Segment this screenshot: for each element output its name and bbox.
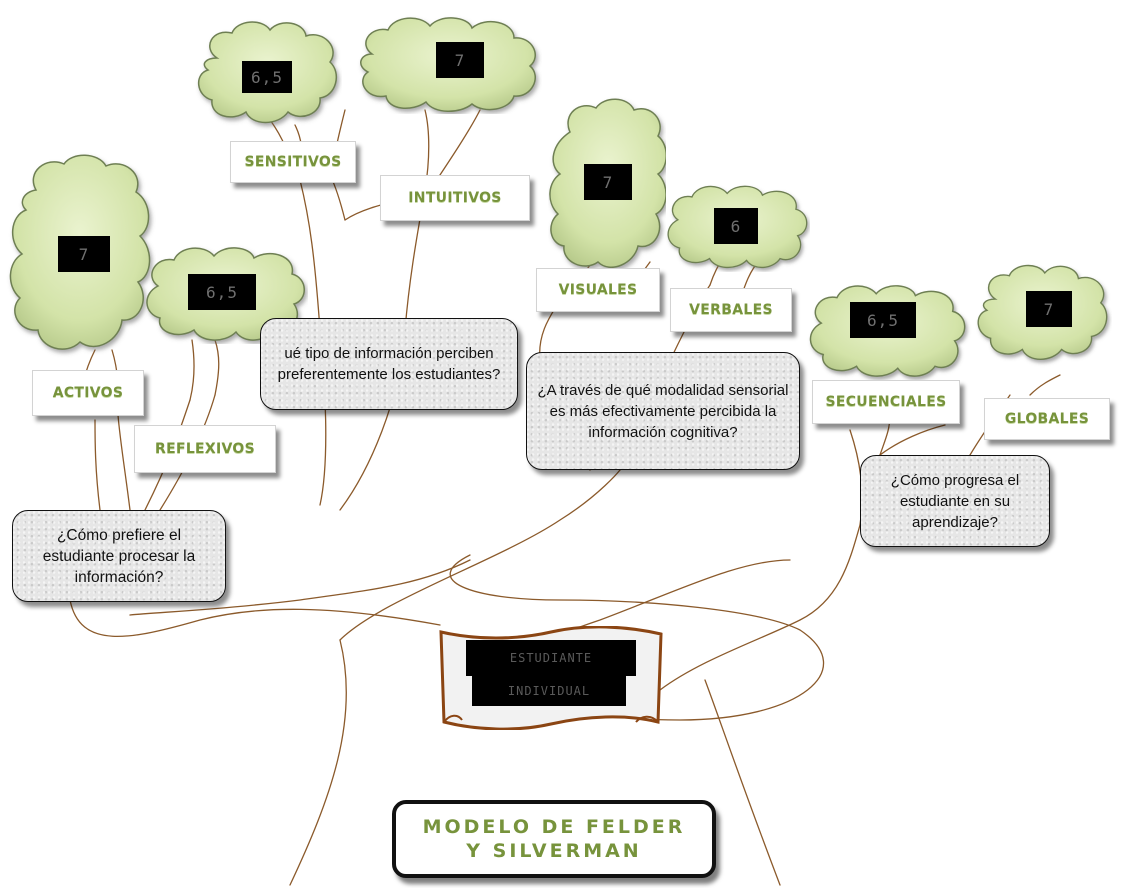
label-globales: GLOBALES — [984, 398, 1110, 440]
label-verbales: VERBALES — [670, 288, 792, 332]
center-line-1: ESTUDIANTE — [466, 640, 636, 676]
question-percibir: ué tipo de información perciben preferen… — [260, 318, 518, 410]
title-line-2: Y SILVERMAN — [466, 840, 642, 862]
cloud-visuales: 7 — [548, 96, 666, 276]
label-reflexivos: REFLEXIVOS — [134, 425, 276, 473]
question-progresa: ¿Cómo progresa el estudiante en su apren… — [860, 455, 1050, 547]
score-verbales: 6 — [714, 208, 758, 244]
cloud-globales: 7 — [972, 245, 1112, 383]
label-sensitivos: SENSITIVOS — [230, 141, 356, 183]
cloud-sensitivos: 6,5 — [192, 18, 342, 130]
cloud-activos: 7 — [6, 150, 156, 360]
cloud-verbales: 6 — [662, 180, 810, 272]
score-sensitivos: 6,5 — [242, 61, 292, 93]
label-intuitivos: INTUITIVOS — [380, 175, 530, 221]
label-activos: ACTIVOS — [32, 370, 144, 416]
label-secuenciales: SECUENCIALES — [812, 380, 960, 424]
diagram-title: MODELO DE FELDER Y SILVERMAN — [392, 800, 716, 878]
label-visuales: VISUALES — [536, 268, 660, 312]
cloud-secuenciales: 6,5 — [800, 280, 972, 380]
score-globales: 7 — [1026, 291, 1072, 327]
score-reflexivos: 6,5 — [188, 274, 256, 310]
cloud-reflexivos: 6,5 — [140, 242, 308, 344]
title-line-1: MODELO DE FELDER — [422, 816, 686, 838]
score-secuenciales: 6,5 — [850, 302, 916, 338]
question-procesar: ¿Cómo prefiere el estudiante procesar la… — [12, 510, 226, 602]
score-activos: 7 — [58, 236, 110, 272]
score-visuales: 7 — [584, 164, 632, 200]
center-line-2: INDIVIDUAL — [472, 676, 626, 706]
cloud-intuitivos: 7 — [352, 14, 542, 114]
score-intuitivos: 7 — [436, 42, 484, 78]
question-modalidad: ¿A través de qué modalidad sensorial es … — [526, 352, 800, 470]
